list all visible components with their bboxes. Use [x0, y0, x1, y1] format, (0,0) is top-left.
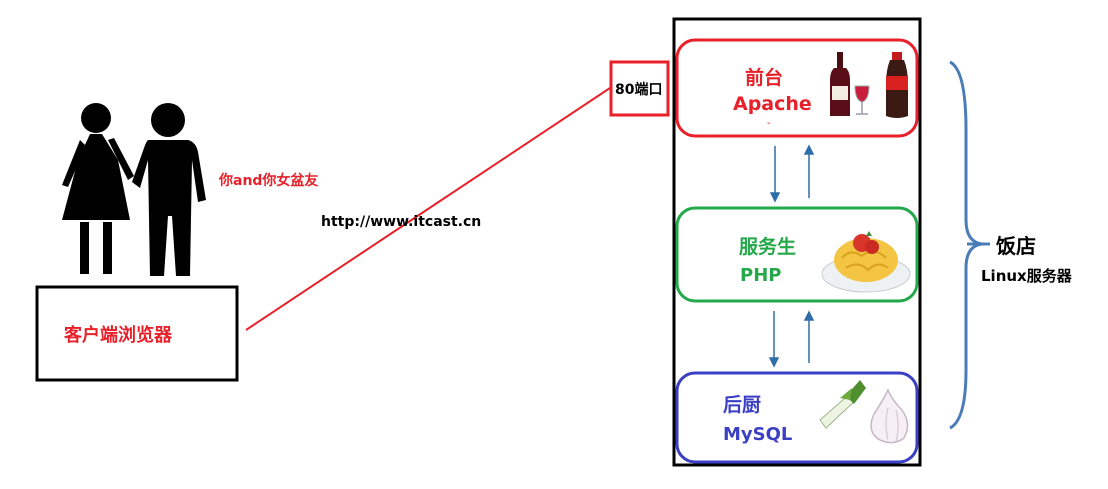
couple-label: 你and你女盆友 — [219, 173, 319, 189]
backend-subtitle: MySQL — [723, 424, 793, 445]
port-label: 80端口 — [615, 82, 663, 98]
browser-label: 客户端浏览器 — [64, 325, 172, 346]
backend-title: 后厨 — [723, 394, 762, 416]
leek-icon — [819, 380, 866, 429]
request-line — [245, 87, 611, 331]
group-title: 饭店 — [996, 234, 1036, 258]
garlic-icon — [870, 388, 909, 444]
server-box — [672, 17, 922, 467]
wine-bottle-icon — [830, 52, 850, 116]
wine-glass-icon — [854, 85, 870, 115]
port-box — [609, 60, 670, 117]
group-subtitle: Linux服务器 — [981, 267, 1072, 285]
frontend-title: 前台 — [745, 67, 784, 89]
couple-icon — [62, 103, 206, 276]
middle-subtitle: PHP — [740, 265, 782, 286]
frontend-dot: - — [767, 118, 771, 129]
url-label: http://www.itcast.cn — [321, 214, 482, 230]
cola-bottle-icon — [886, 52, 908, 118]
browser-box — [35, 285, 239, 382]
frontend-box — [675, 38, 919, 138]
spaghetti-icon — [821, 231, 911, 293]
middle-title: 服务生 — [739, 236, 797, 258]
frontend-subtitle: Apache — [733, 93, 812, 115]
